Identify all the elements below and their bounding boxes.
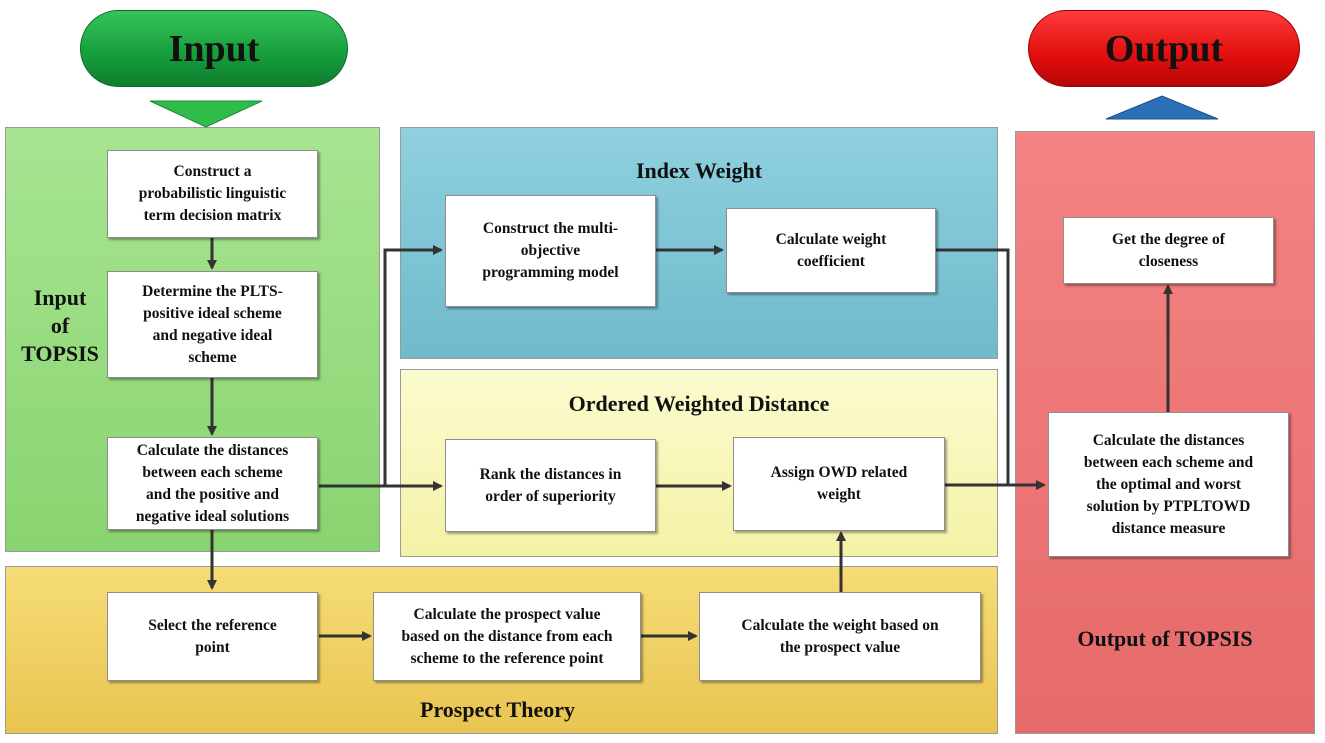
calc-weight-prospect-box: Calculate the weight based on the prospe… [699,592,981,681]
calc-prospect-box: Calculate the prospect value based on th… [373,592,641,681]
construct-matrix-box: Construct a probabilistic linguistic ter… [107,150,318,238]
input-down-triangle [149,100,263,128]
input-pill: Input [80,10,348,87]
assign-owd-box: Assign OWD related weight [733,437,945,531]
output-up-triangle [1105,95,1219,120]
prospect-theory-title: Prospect Theory [420,697,575,722]
calc-distances-optimal-box: Calculate the distances between each sch… [1048,412,1289,557]
construct-model-box: Construct the multi- objective programmi… [445,195,656,307]
owd-title: Ordered Weighted Distance [568,391,830,416]
select-reference-box: Select the reference point [107,592,318,681]
degree-closeness-box: Get the degree of closeness [1063,217,1274,284]
arrow-branch-to-model [383,245,443,486]
line-weightcoef-to-output [936,248,1010,485]
calc-distances-box: Calculate the distances between each sch… [107,437,318,530]
input-topsis-label: Input of TOPSIS [21,285,99,366]
index-weight-title: Index Weight [635,158,763,183]
calc-weight-coef-box: Calculate weight coefficient [726,208,936,293]
output-topsis-title: Output of TOPSIS [1077,626,1253,651]
output-pill: Output [1028,10,1300,87]
determine-plts-box: Determine the PLTS- positive ideal schem… [107,271,318,378]
rank-distances-box: Rank the distances in order of superiori… [445,439,656,532]
